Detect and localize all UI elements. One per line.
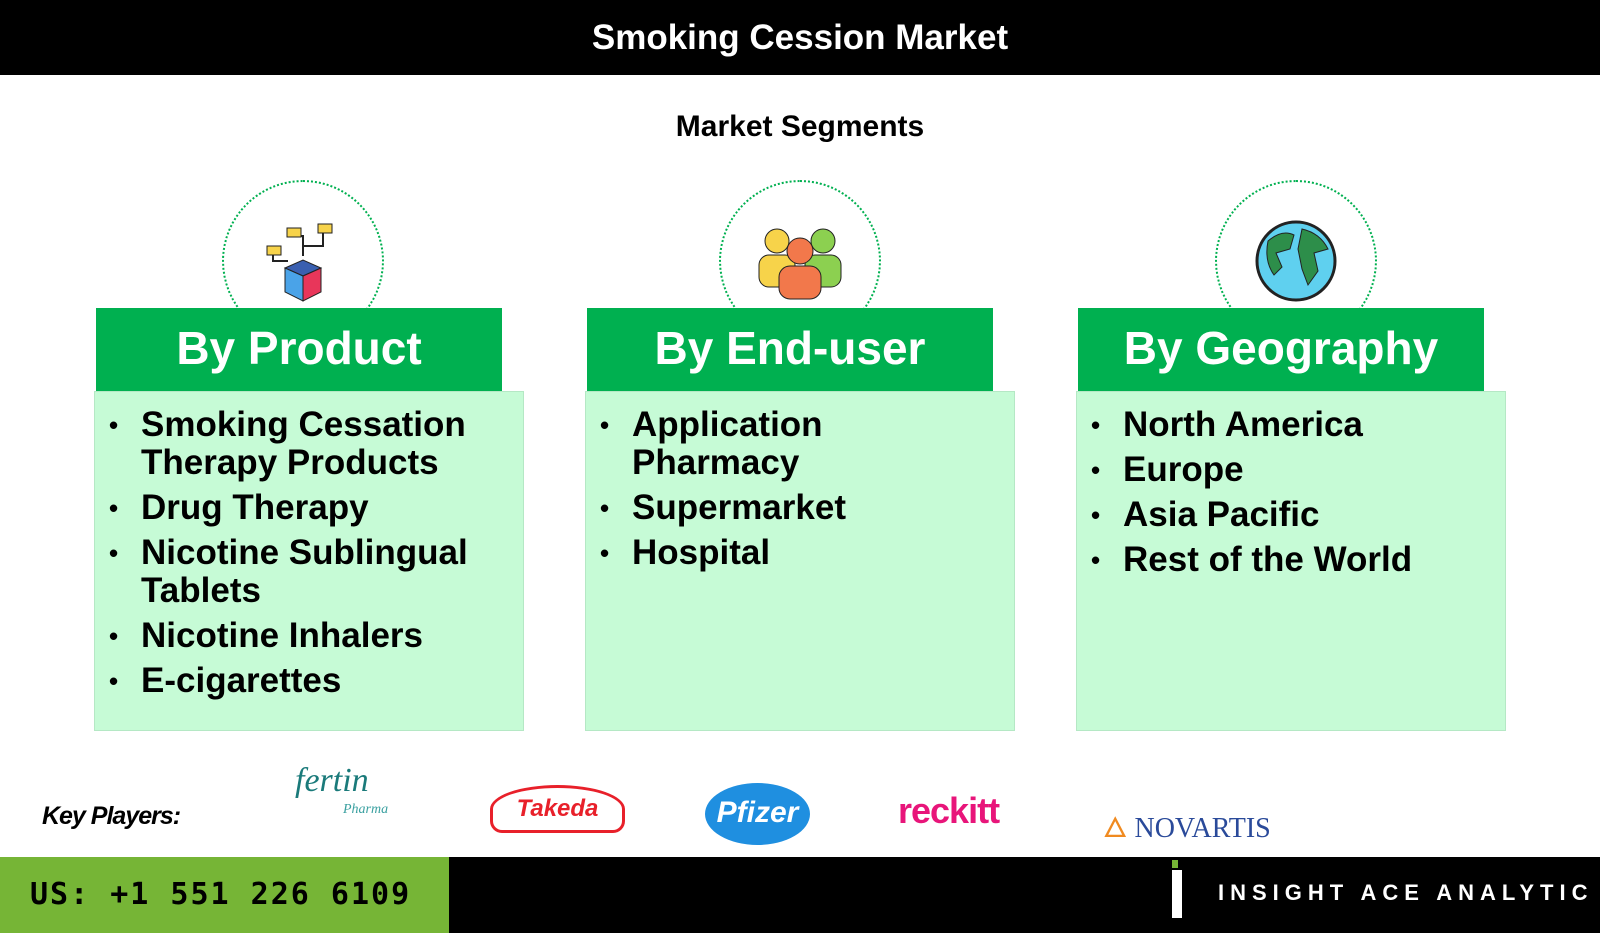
enduser-list-box: Application Pharmacy Supermarket Hospita… bbox=[585, 391, 1015, 731]
segment-header-geography: By Geography bbox=[1078, 308, 1484, 391]
list-item: E-cigarettes bbox=[109, 662, 513, 701]
geography-list-box: North America Europe Asia Pacific Rest o… bbox=[1076, 391, 1506, 731]
segment-header-product: By Product bbox=[96, 308, 502, 391]
globe-icon bbox=[1255, 220, 1337, 302]
pfizer-logo: Pfizer bbox=[705, 783, 810, 845]
novartis-logo: 🜂 NOVARTIS bbox=[1103, 813, 1271, 844]
fertin-logo: fertin Pharma bbox=[295, 762, 389, 817]
geography-icon-circle bbox=[1215, 180, 1377, 342]
list-item: North America bbox=[1091, 406, 1495, 445]
list-item: Rest of the World bbox=[1091, 541, 1495, 580]
list-item: Nicotine Sublingual Tablets bbox=[109, 534, 513, 610]
users-group-icon bbox=[758, 228, 842, 300]
list-item: Application Pharmacy bbox=[600, 406, 1004, 482]
list-item: Drug Therapy bbox=[109, 489, 513, 528]
list-item: Smoking Cessation Therapy Products bbox=[109, 406, 513, 482]
list-item: Nicotine Inhalers bbox=[109, 617, 513, 656]
list-item: Hospital bbox=[600, 534, 1004, 573]
brand-name: INSIGHT ACE ANALYTIC bbox=[1218, 880, 1594, 905]
list-item: Supermarket bbox=[600, 489, 1004, 528]
segment-header-enduser: By End-user bbox=[587, 308, 993, 391]
contact-phone: US: +1 551 226 6109 bbox=[0, 857, 449, 933]
brand-logo-icon bbox=[1172, 860, 1182, 918]
product-box-icon bbox=[266, 223, 333, 302]
section-subtitle: Market Segments bbox=[675, 110, 925, 143]
key-players-label: Key Players: bbox=[42, 802, 181, 830]
reckitt-logo: reckitt bbox=[898, 790, 1000, 831]
takeda-logo: Takeda bbox=[490, 785, 625, 833]
product-list-box: Smoking Cessation Therapy Products Drug … bbox=[94, 391, 524, 731]
list-item: Europe bbox=[1091, 451, 1495, 490]
list-item: Asia Pacific bbox=[1091, 496, 1495, 535]
page-title: Smoking Cession Market bbox=[0, 0, 1600, 75]
